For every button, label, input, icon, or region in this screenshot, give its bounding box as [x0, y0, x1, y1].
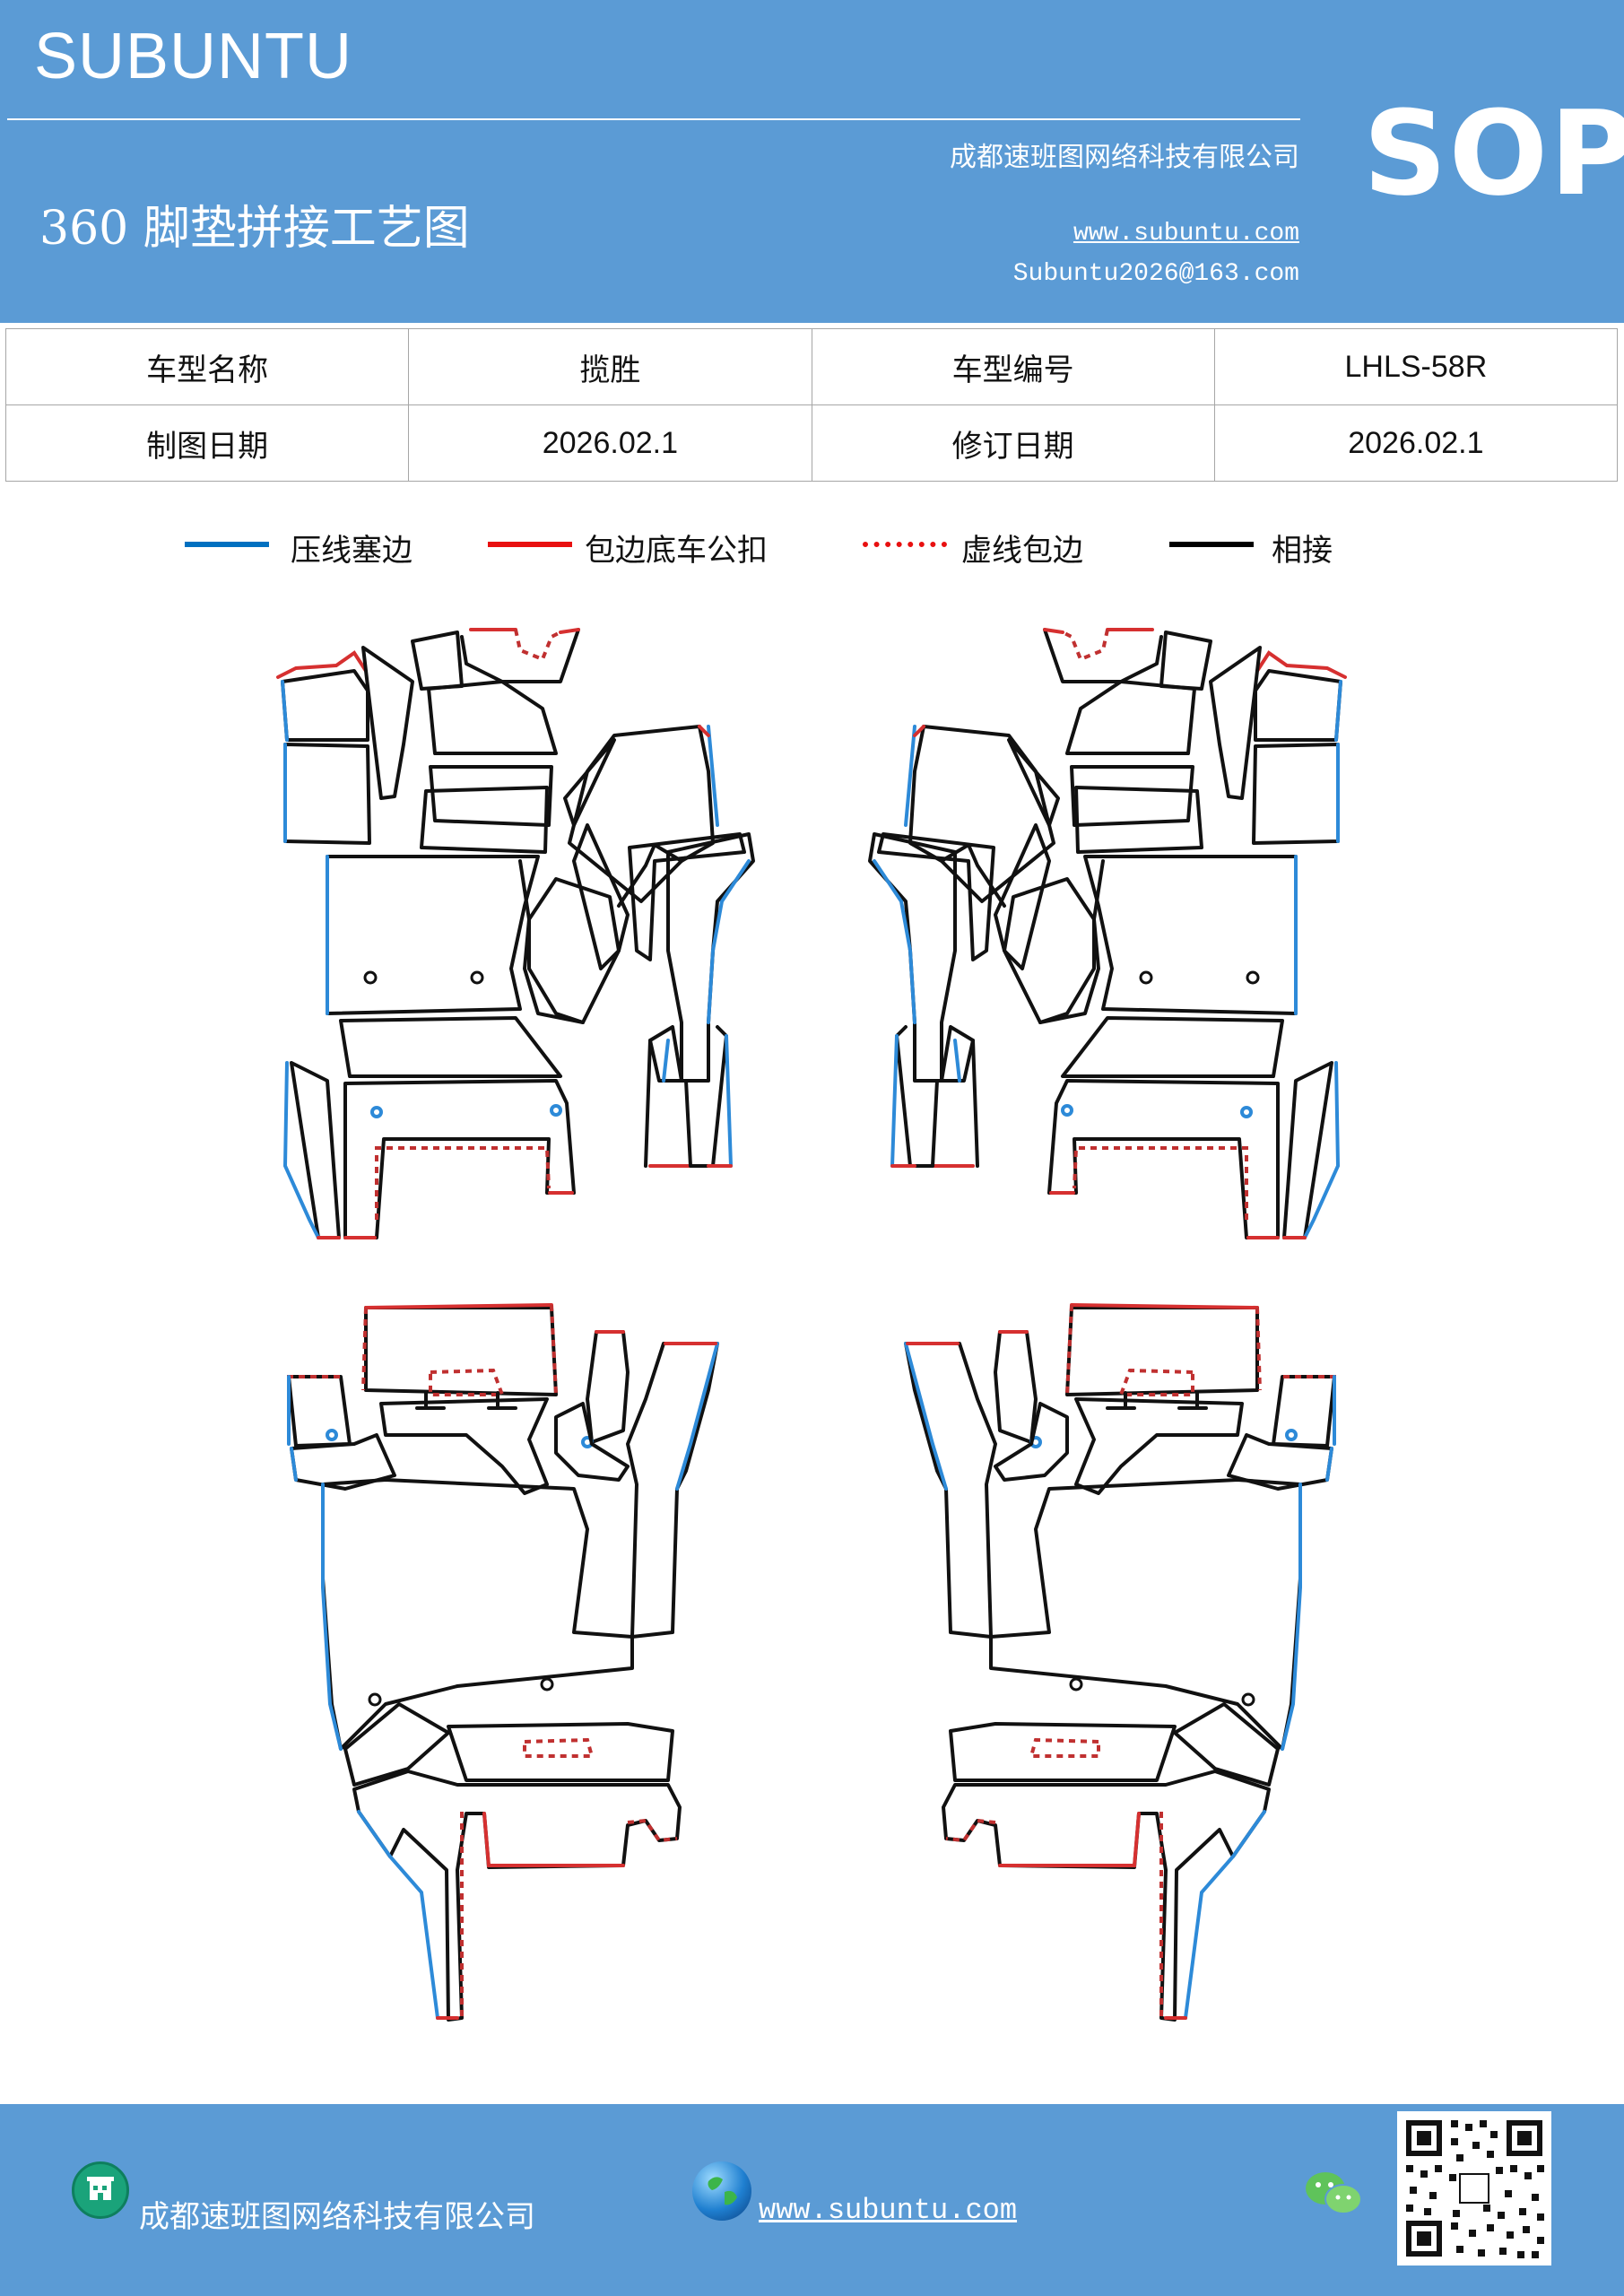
document-title: 360 脚垫拼接工艺图: [39, 202, 470, 256]
table-row: 车型名称 揽胜 车型编号 LHLS-58R: [4, 328, 1619, 405]
legend-swatch: [863, 542, 947, 547]
table-cell-value: 2026.02.1: [408, 404, 812, 482]
header-email[interactable]: Subuntu2026@163.com: [1012, 260, 1299, 288]
legend-label: 压线塞边: [291, 533, 413, 569]
legend-swatch: [1169, 542, 1254, 547]
legend-label: 相接: [1272, 533, 1333, 569]
front-mat-left-set: [276, 628, 755, 1239]
legend-item-blue: 压线塞边: [185, 522, 454, 576]
wechat-icon[interactable]: [1302, 2167, 1365, 2221]
footer-company-name: 成都速班图网络科技有限公司: [139, 2199, 535, 2235]
table-row: 制图日期 2026.02.1 修订日期 2026.02.1: [4, 404, 1619, 482]
table-cell-value: 揽胜: [408, 328, 812, 405]
header-website-link[interactable]: www.subuntu.com: [1073, 220, 1299, 248]
table-cell-value: 2026.02.1: [1213, 404, 1619, 482]
front-mat-right-set: [868, 628, 1347, 1239]
vehicle-info-table: 车型名称 揽胜 车型编号 LHLS-58R 制图日期 2026.02.1 修订日…: [4, 328, 1619, 482]
legend-item-red-dotted: 虚线包边: [863, 522, 1132, 576]
sop-badge: SOP: [1363, 85, 1624, 222]
globe-icon: [692, 2161, 751, 2221]
qr-code[interactable]: [1397, 2111, 1551, 2266]
table-cell-label: 修订日期: [811, 404, 1215, 482]
rear-mat-left-set: [285, 1303, 719, 2022]
legend-swatch: [488, 542, 572, 547]
legend-label: 虚线包边: [961, 533, 1083, 569]
header-divider: [7, 118, 1300, 120]
line-legend: 压线塞边 包边底车公扣 虚线包边 相接: [0, 522, 1624, 576]
table-cell-label: 车型编号: [811, 328, 1215, 405]
table-cell-value: LHLS-58R: [1213, 328, 1619, 405]
legend-swatch: [185, 542, 269, 547]
table-cell-label: 制图日期: [4, 404, 410, 482]
table-cell-label: 车型名称: [4, 328, 410, 405]
footer-banner: 成都速班图网络科技有限公司 www.subuntu.com: [0, 2104, 1624, 2296]
floor-mat-diagram: .k{fill:none;stroke:#111;stroke-width:4;…: [276, 628, 1347, 2022]
building-icon: [72, 2161, 129, 2219]
legend-label: 包边底车公扣: [585, 533, 768, 569]
legend-item-red: 包边底车公扣: [488, 522, 811, 576]
header-banner: SUBUNTU 360 脚垫拼接工艺图 成都速班图网络科技有限公司 www.su…: [0, 0, 1624, 323]
footer-website-link[interactable]: www.subuntu.com: [759, 2194, 1018, 2227]
brand-logo-text: SUBUNTU: [34, 21, 353, 92]
rear-mat-right-set: [904, 1303, 1338, 2022]
legend-item-black: 相接: [1169, 522, 1349, 576]
header-company-name: 成都速班图网络科技有限公司: [950, 142, 1299, 173]
